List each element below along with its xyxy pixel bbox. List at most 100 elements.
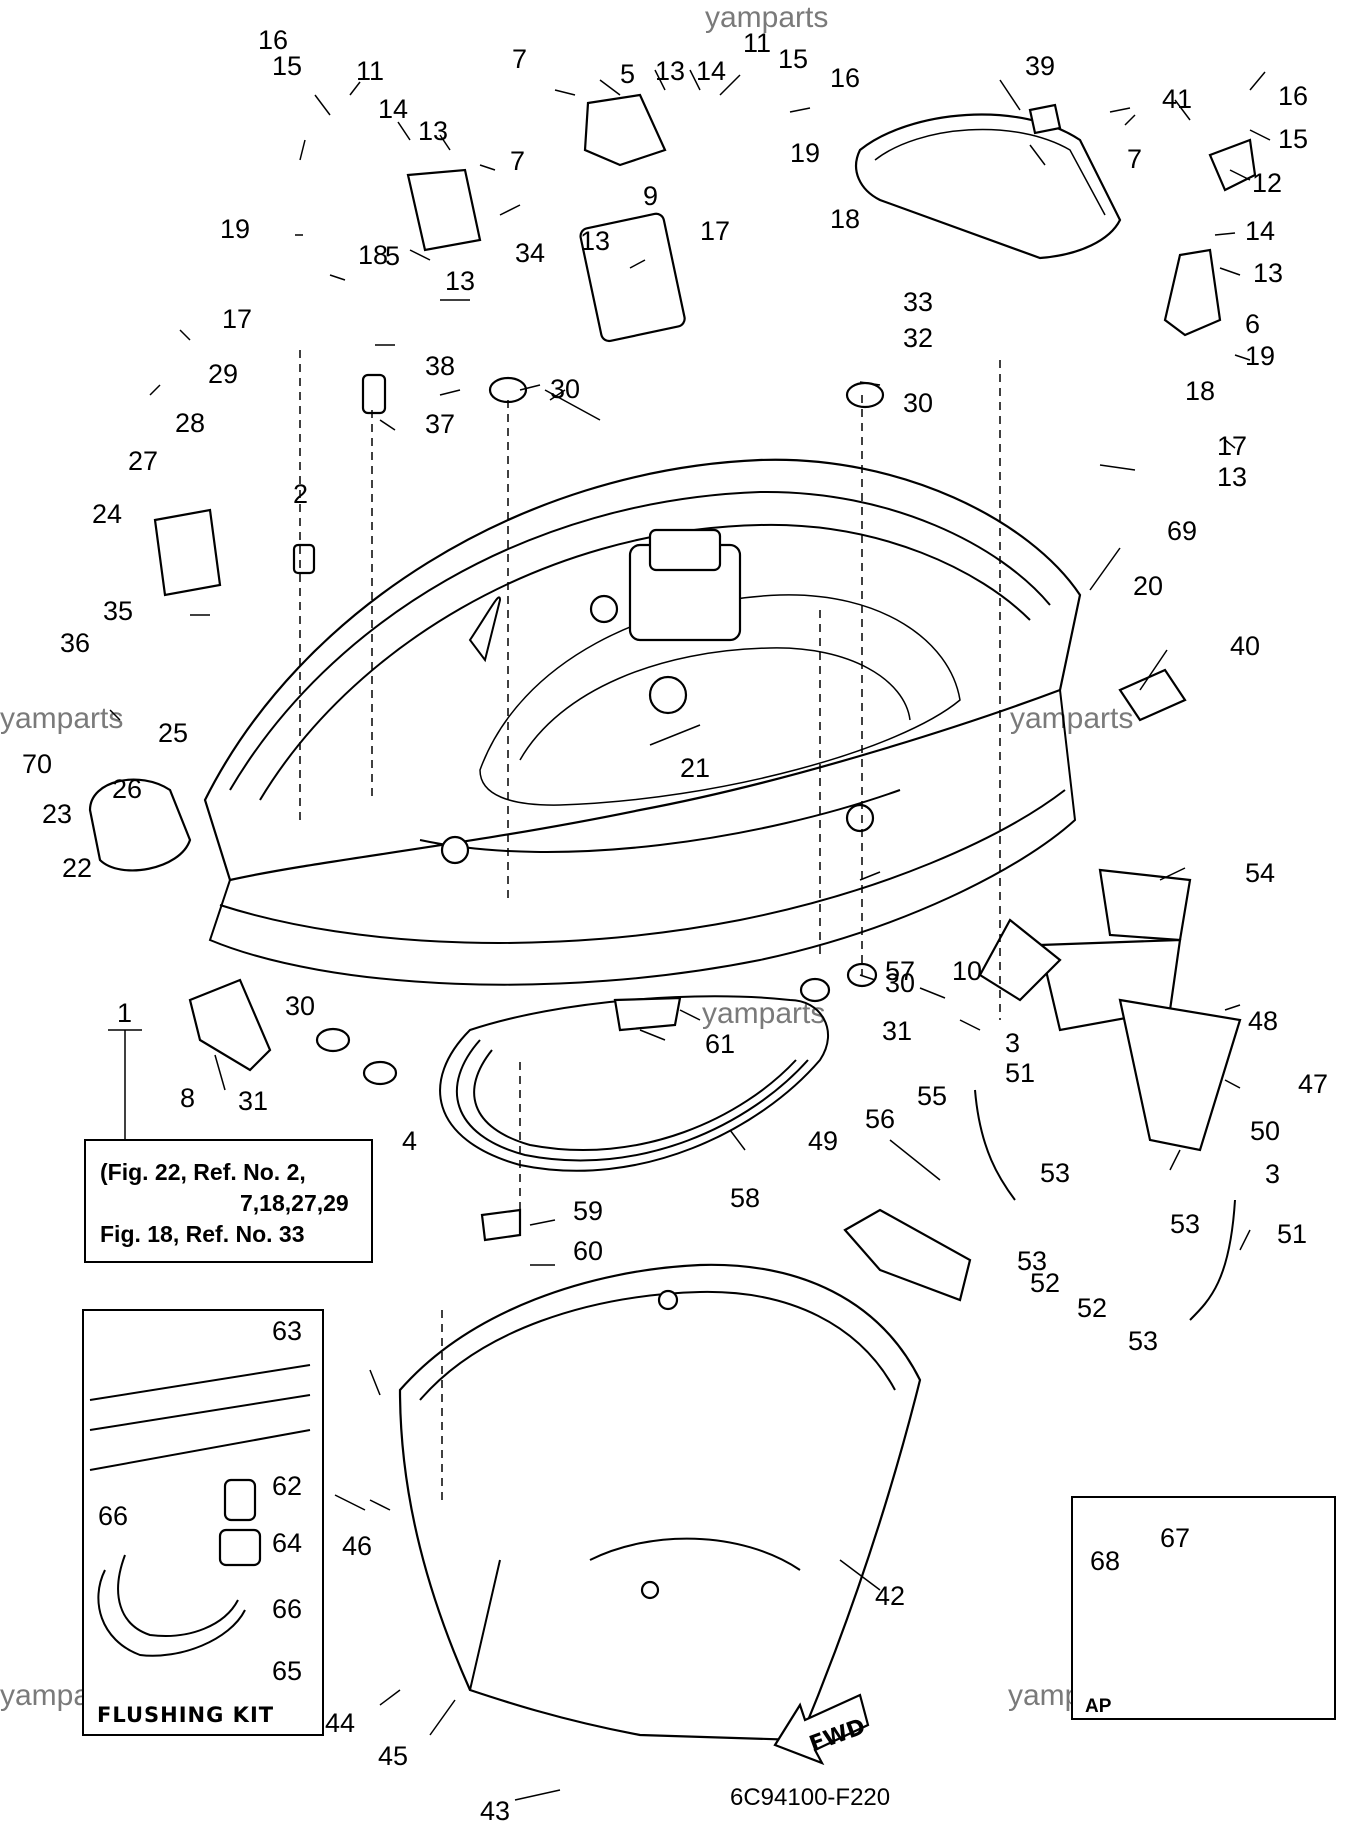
apron [398, 1263, 922, 1742]
callout: 19 [1245, 341, 1275, 371]
callout: 30 [550, 374, 580, 404]
flushing-kit-inset: FLUSHING KIT [82, 1309, 324, 1736]
note-line-3: Fig. 18, Ref. No. 33 [100, 1221, 305, 1247]
callout: 20 [1133, 571, 1163, 601]
callout: 5 [620, 59, 635, 89]
callout: 8 [180, 1083, 195, 1113]
callout: 30 [903, 388, 933, 418]
bottom-cowling [203, 458, 1082, 986]
cover-plate [855, 113, 1122, 260]
callout: 11 [743, 28, 771, 58]
callout: 32 [903, 323, 933, 353]
callout: 41 [1162, 84, 1192, 114]
callout: 24 [92, 499, 122, 529]
callout: 51 [1005, 1058, 1035, 1088]
callout: 21 [680, 753, 710, 783]
callout: 13 [418, 116, 448, 146]
callout: 16 [258, 25, 288, 55]
callout: 40 [1230, 631, 1260, 661]
callout: 66 [98, 1501, 128, 1531]
callout: 52 [1030, 1268, 1060, 1298]
guide-lines [299, 350, 1001, 1500]
callout: 17 [222, 304, 252, 334]
callout: 18 [830, 204, 860, 234]
callout: 61 [705, 1029, 735, 1059]
callout: 67 [1160, 1523, 1190, 1553]
ap-inset: AP [1071, 1496, 1336, 1720]
callout: 52 [1077, 1293, 1107, 1323]
callout: 23 [42, 799, 72, 829]
callout: 15 [1278, 124, 1308, 154]
callout: 22 [62, 853, 92, 883]
callout: 60 [573, 1236, 603, 1266]
callout: 55 [917, 1081, 947, 1111]
callout: 7 [1127, 144, 1142, 174]
watermark-left: yamparts [0, 702, 123, 735]
callout: 48 [1248, 1006, 1278, 1036]
callout: 42 [875, 1581, 905, 1611]
callout: 65 [272, 1656, 302, 1686]
callout: 56 [865, 1104, 895, 1134]
reference-note: (Fig. 22, Ref. No. 2, 7,18,27,29 Fig. 18… [84, 1029, 373, 1263]
callout: 18 [358, 240, 388, 270]
callout: 26 [112, 774, 142, 804]
watermark-right: yamparts [1010, 702, 1133, 735]
callout: 68 [1090, 1546, 1120, 1576]
watermark-top: yamparts [705, 1, 828, 34]
callout: 69 [1167, 516, 1197, 546]
callout: 17 [1217, 431, 1247, 461]
callout: 30 [285, 991, 315, 1021]
callout: 7 [510, 146, 525, 176]
callout: 30 [885, 968, 915, 998]
callout: 17 [700, 216, 730, 246]
callout: 29 [208, 359, 238, 389]
callout: 15 [778, 44, 808, 74]
callout: 53 [1128, 1326, 1158, 1356]
callout: 7 [512, 44, 527, 74]
callout: 13 [1253, 258, 1283, 288]
callout: 39 [1025, 51, 1055, 81]
callout: 47 [1298, 1069, 1328, 1099]
callout: 10 [952, 956, 982, 986]
callout: 57 [885, 956, 915, 986]
note-line-1: (Fig. 22, Ref. No. 2, [100, 1159, 306, 1185]
callout: 13 [655, 56, 685, 86]
callout: 19 [220, 214, 250, 244]
callout: 27 [128, 446, 158, 476]
callout-labels: 16 15 11 14 13 7 19 18 5 17 13 29 38 37 … [22, 25, 1328, 1826]
callout: 38 [425, 351, 455, 381]
callout: 36 [60, 628, 90, 658]
callout: 59 [573, 1196, 603, 1226]
callout: 53 [1040, 1158, 1070, 1188]
callout: 35 [103, 596, 133, 626]
callout: 53 [1170, 1209, 1200, 1239]
callout: 1 [117, 998, 132, 1028]
callout: 33 [903, 287, 933, 317]
callout: 45 [378, 1741, 408, 1771]
callout: 13 [445, 266, 475, 296]
callout: 62 [272, 1471, 302, 1501]
callout: 13 [580, 226, 610, 256]
callout: 54 [1245, 858, 1275, 888]
callout: 44 [325, 1708, 355, 1738]
callout: 66 [272, 1594, 302, 1624]
callout: 13 [1217, 462, 1247, 492]
callout: 4 [402, 1126, 417, 1156]
callout: 31 [882, 1016, 912, 1046]
ap-label: AP [1085, 1696, 1112, 1717]
callout: 46 [342, 1531, 372, 1561]
callout: 50 [1250, 1116, 1280, 1146]
callout: 11 [356, 56, 384, 86]
callout: 31 [238, 1086, 268, 1116]
callout: 14 [1245, 216, 1275, 246]
callout: 28 [175, 408, 205, 438]
callout: 63 [272, 1316, 302, 1346]
callout: 3 [1005, 1028, 1020, 1058]
callout: 2 [293, 479, 308, 509]
watermark-center: yamparts [702, 997, 825, 1030]
callout: 53 [1017, 1246, 1047, 1276]
callout: 34 [515, 238, 545, 268]
callout: 37 [425, 409, 455, 439]
callout: 12 [1252, 168, 1282, 198]
